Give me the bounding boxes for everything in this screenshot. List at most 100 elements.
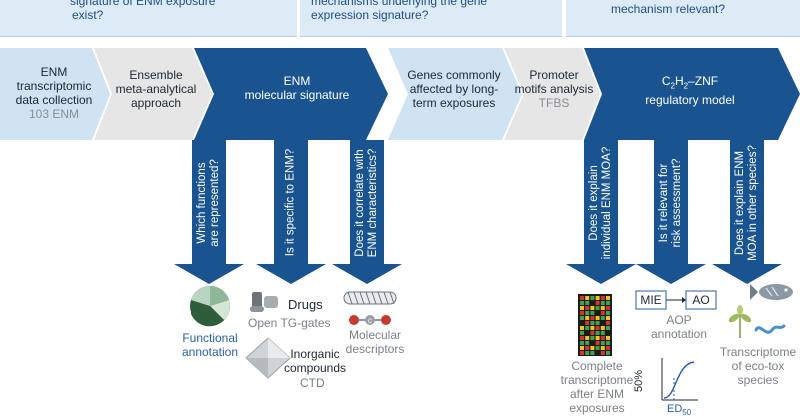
heatmap-cell — [606, 336, 610, 340]
stage-6-line1: C2H2–ZNF — [661, 74, 719, 91]
heatmap-cell — [606, 351, 610, 355]
heatmap-cell — [585, 336, 590, 340]
stage-4-line1: Genes commonly — [407, 68, 501, 82]
stage-1-text: ENM transcriptomic data collection 103 E… — [6, 65, 102, 121]
heatmap-cell — [600, 331, 605, 335]
question-box-3 — [566, 0, 800, 37]
heatmap-cell — [585, 331, 590, 335]
heatmap-cell — [600, 326, 605, 330]
heatmap-cell — [595, 301, 600, 305]
stage-2-line3: approach — [130, 96, 182, 110]
stage-5-text: Promoter motifs analysis TFBS — [514, 68, 594, 110]
heatmap-cell — [606, 301, 610, 305]
heatmap-cell — [600, 301, 605, 305]
heatmap-cell — [585, 341, 590, 345]
stage-arrow-meta-analysis — [94, 48, 212, 140]
heatmap-cell — [600, 341, 605, 345]
stage-6-line2: regulatory model — [645, 93, 735, 108]
drugs-icon — [250, 292, 278, 312]
heatmap-cell — [595, 351, 600, 355]
heatmap-cell — [585, 306, 590, 310]
transcriptome-label: Complete transcriptome after ENM exposur… — [560, 359, 634, 415]
heatmap-cell — [585, 351, 590, 355]
heatmap-cell — [580, 296, 584, 300]
molecule-icon: C — [349, 315, 391, 325]
heatmap-cell — [590, 351, 595, 355]
heatmap-cell — [595, 296, 600, 300]
question-1-line1: signature of ENM exposure — [70, 0, 216, 8]
heatmap-cell — [585, 346, 590, 350]
heatmap-cell — [580, 321, 584, 325]
heatmap-cell — [606, 341, 610, 345]
stage-5-line1: Promoter — [529, 68, 579, 82]
question-box-2 — [300, 0, 562, 37]
heatmap-cell — [585, 301, 590, 305]
heatmap-cell — [600, 346, 605, 350]
heatmap-cell — [580, 336, 584, 340]
heatmap-cell — [600, 321, 605, 325]
worm-icon — [754, 324, 786, 334]
heatmap-cell — [585, 321, 590, 325]
percent-50-label: 50% — [633, 369, 646, 393]
heatmap-cell — [606, 296, 610, 300]
stage-4-text: Genes commonly affected by long- term ex… — [400, 68, 508, 110]
heatmap-cell — [580, 346, 584, 350]
heatmap-cell — [600, 296, 605, 300]
heatmap-cell — [595, 311, 600, 315]
stage-3-line1: ENM — [283, 74, 311, 88]
heatmap-cell — [585, 311, 590, 315]
heatmap-cell — [590, 326, 595, 330]
svg-text:C: C — [368, 319, 373, 325]
heatmap-cell — [590, 331, 595, 335]
heatmap-cell — [595, 306, 600, 310]
heatmap-cell — [580, 306, 584, 310]
plant-icon — [728, 305, 752, 338]
down-arrow-other-species — [712, 140, 782, 284]
stage-3-text: ENM molecular signature — [222, 74, 372, 102]
heatmap-cell — [590, 346, 595, 350]
down-arrow-risk — [636, 140, 706, 284]
heatmap-cell — [600, 336, 605, 340]
aop-diagram — [635, 290, 717, 310]
heatmap-cell — [595, 321, 600, 325]
heatmap-cell — [580, 311, 584, 315]
heatmap-cell — [600, 351, 605, 355]
down-arrow-functions — [174, 140, 244, 284]
open-tg-gates-label: Open TG-gates — [248, 316, 331, 330]
down-arrow-2-text: Is it specific to ENM? — [284, 148, 297, 257]
down-arrow-individual-moa — [566, 140, 636, 284]
question-2-line2: expression signature? — [311, 8, 429, 22]
stage-arrow-data-collection — [0, 48, 110, 140]
heatmap-cell — [580, 341, 584, 345]
question-3-line1: mechanism relevant? — [611, 2, 726, 16]
heatmap-cell — [606, 346, 610, 350]
heatmap-cell — [580, 326, 584, 330]
fish-icon — [750, 284, 793, 300]
heatmap-cell — [606, 326, 610, 330]
heatmap-cell — [595, 331, 600, 335]
heatmap-cell — [595, 316, 600, 320]
heatmap-icon — [578, 294, 612, 356]
heatmap-cell — [606, 306, 610, 310]
heatmap-cell — [595, 326, 600, 330]
heatmap-cell — [590, 316, 595, 320]
heatmap-cell — [590, 296, 595, 300]
crystal-icon — [245, 337, 291, 379]
stage-1-line2: transcriptomic — [16, 79, 92, 93]
stage-1-line1: ENM — [40, 65, 68, 79]
stage-4-line3: term exposures — [412, 96, 496, 110]
stage-3-line2: molecular signature — [244, 88, 350, 102]
question-2-line1: mechanisms underlying the gene — [311, 0, 488, 8]
dose-response-curve — [661, 358, 698, 401]
drugs-label: Drugs — [288, 297, 323, 312]
